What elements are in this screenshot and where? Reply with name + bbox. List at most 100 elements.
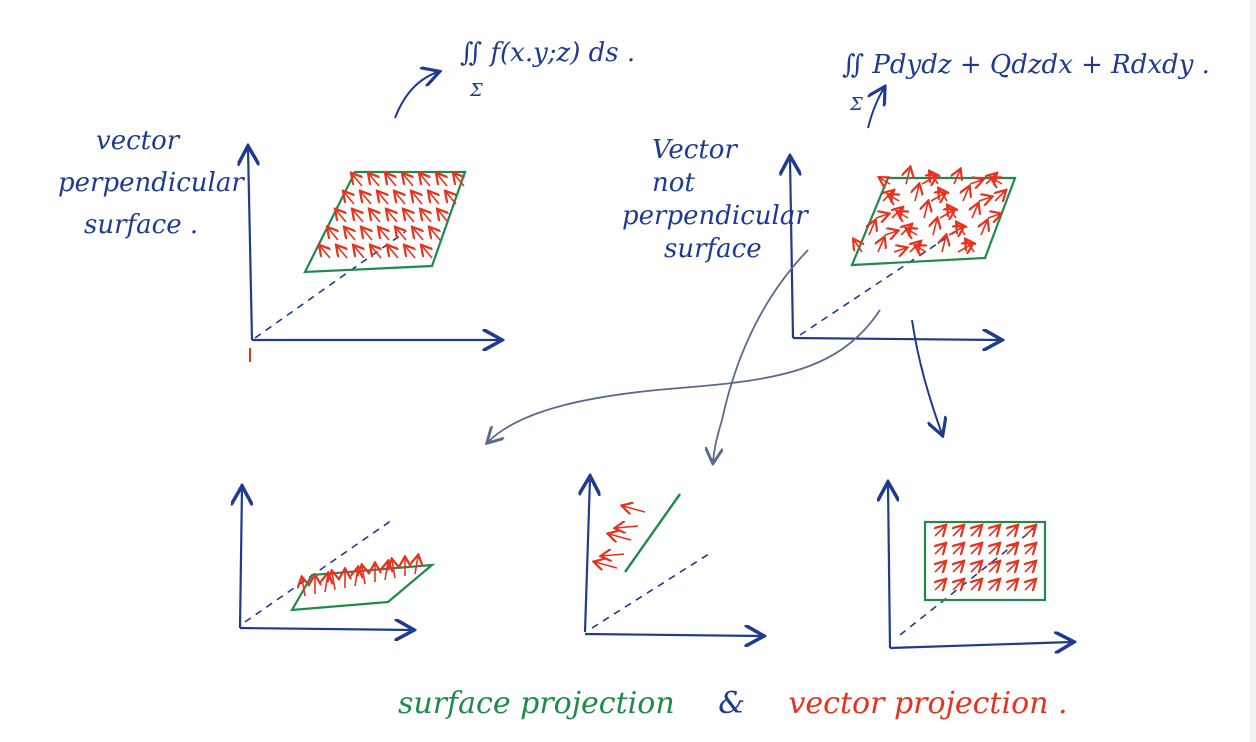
y-axis [240, 488, 242, 629]
vector-field-top-left [320, 174, 464, 259]
vector-arrow [396, 228, 406, 241]
vector-arrow [1007, 544, 1017, 554]
vector-arrow [446, 192, 456, 205]
vector-field-top-right [854, 168, 1005, 252]
vector-arrow [353, 210, 363, 223]
projection-flow-arrows [394, 72, 942, 462]
x-axis [792, 338, 1000, 340]
vector-arrow [385, 562, 388, 581]
label-vector-perpendicular-surface: vector perpendicular surface . [58, 120, 244, 246]
z-axis-dashed [244, 519, 393, 623]
x-axis [239, 628, 412, 630]
vector-arrow [362, 566, 365, 585]
vector-arrow [415, 556, 418, 575]
vector-arrow [954, 170, 960, 185]
vector-arrow [422, 246, 432, 259]
vector-field-bottom-right [935, 526, 1035, 590]
surface-top-right [850, 176, 1017, 267]
vector-arrow [935, 580, 945, 590]
vector-arrow [336, 210, 346, 223]
vector-arrow [987, 214, 1000, 218]
vector-arrow [609, 534, 632, 540]
flow-arrow-to-bottom-right [911, 319, 942, 434]
vector-arrow [420, 174, 430, 187]
z-axis-dashed [799, 231, 956, 336]
vector-arrow [971, 580, 981, 590]
vector-arrow [989, 580, 999, 590]
vector-arrow [854, 240, 862, 253]
y-axis [790, 158, 793, 339]
vector-arrow [915, 185, 919, 202]
vector-arrow [966, 240, 974, 253]
vector-arrow [875, 214, 888, 218]
vector-arrow [1025, 562, 1035, 572]
y-axis [888, 484, 890, 649]
vector-arrow [935, 544, 945, 554]
vector-arrow [981, 221, 987, 236]
vector-arrow [995, 191, 1005, 201]
vector-arrow [884, 231, 897, 235]
vector-arrow [906, 168, 910, 185]
label-line: perpendicular [58, 168, 244, 198]
formula-text: ∬ f(x.y;z) ds . [460, 38, 636, 68]
vector-arrow [869, 221, 875, 236]
vector-arrow [957, 223, 965, 236]
vector-arrow [369, 174, 379, 187]
formula-text: ∬ Pdydz + Qdzdx + Rdxdy . [842, 50, 1210, 80]
legend: surface projection & vector projection . [398, 688, 1068, 720]
vector-arrow [345, 228, 355, 241]
label-line: surface . [84, 210, 199, 240]
vector-arrow [916, 246, 926, 252]
vector-arrow [361, 192, 371, 205]
vector-arrow [971, 562, 981, 572]
scalar-surface-integral-formula: ∬ f(x.y;z) ds . [460, 38, 636, 68]
vector-arrow [889, 195, 899, 201]
scalar-integral-subscript: Σ [470, 80, 483, 101]
vector-arrow [404, 210, 414, 223]
vector-arrow [421, 210, 431, 223]
vector-arrow [971, 526, 981, 536]
vector-arrow [454, 174, 464, 187]
vector-arrow [898, 212, 908, 218]
vector-arrow [978, 197, 991, 201]
label-vector-not-perpendicular-surface: Vector not perpendicular surface [622, 134, 808, 266]
vector-arrow [354, 246, 364, 259]
vector-arrow [935, 526, 945, 536]
surface-bottom-right [923, 520, 1047, 602]
vector-arrow [992, 178, 1002, 184]
vector-arrow [616, 526, 639, 528]
vector-arrow [1025, 580, 1035, 590]
vector-arrow [437, 174, 447, 187]
vector-arrow [972, 204, 978, 219]
axes-bottom-middle [585, 478, 762, 636]
vector-field-bottom-middle [595, 506, 646, 568]
vector-integral-subscript: Σ [850, 94, 863, 115]
label-line: not [652, 168, 695, 198]
vector-arrow [930, 172, 938, 185]
diagram-bottom-left [239, 488, 436, 630]
z-axis-dashed [591, 551, 713, 629]
vector-arrow [602, 554, 625, 556]
vector-arrow [942, 236, 946, 253]
vector-arrow [344, 192, 354, 205]
vector-arrow [370, 210, 380, 223]
right-edge-strip [1250, 0, 1256, 742]
vector-arrow [388, 246, 398, 259]
diagram-top-left [248, 148, 500, 362]
vector-arrow [989, 562, 999, 572]
vector-arrow [403, 174, 413, 187]
flow-arrow-to-bottom-middle [713, 249, 809, 462]
vector-arrow [963, 187, 969, 202]
vector-arrow [412, 192, 422, 205]
vector-arrow [595, 562, 618, 568]
vector-arrow [953, 544, 963, 554]
vector-arrow [1025, 526, 1035, 536]
x-axis [889, 642, 1072, 648]
hook-arrow-to-scalar-formula [394, 72, 438, 119]
vector-arrow [438, 210, 448, 223]
vector-arrow [971, 544, 981, 554]
vector-arrow [953, 562, 963, 572]
vector-arrow [320, 246, 330, 259]
vector-arrow [328, 228, 338, 241]
